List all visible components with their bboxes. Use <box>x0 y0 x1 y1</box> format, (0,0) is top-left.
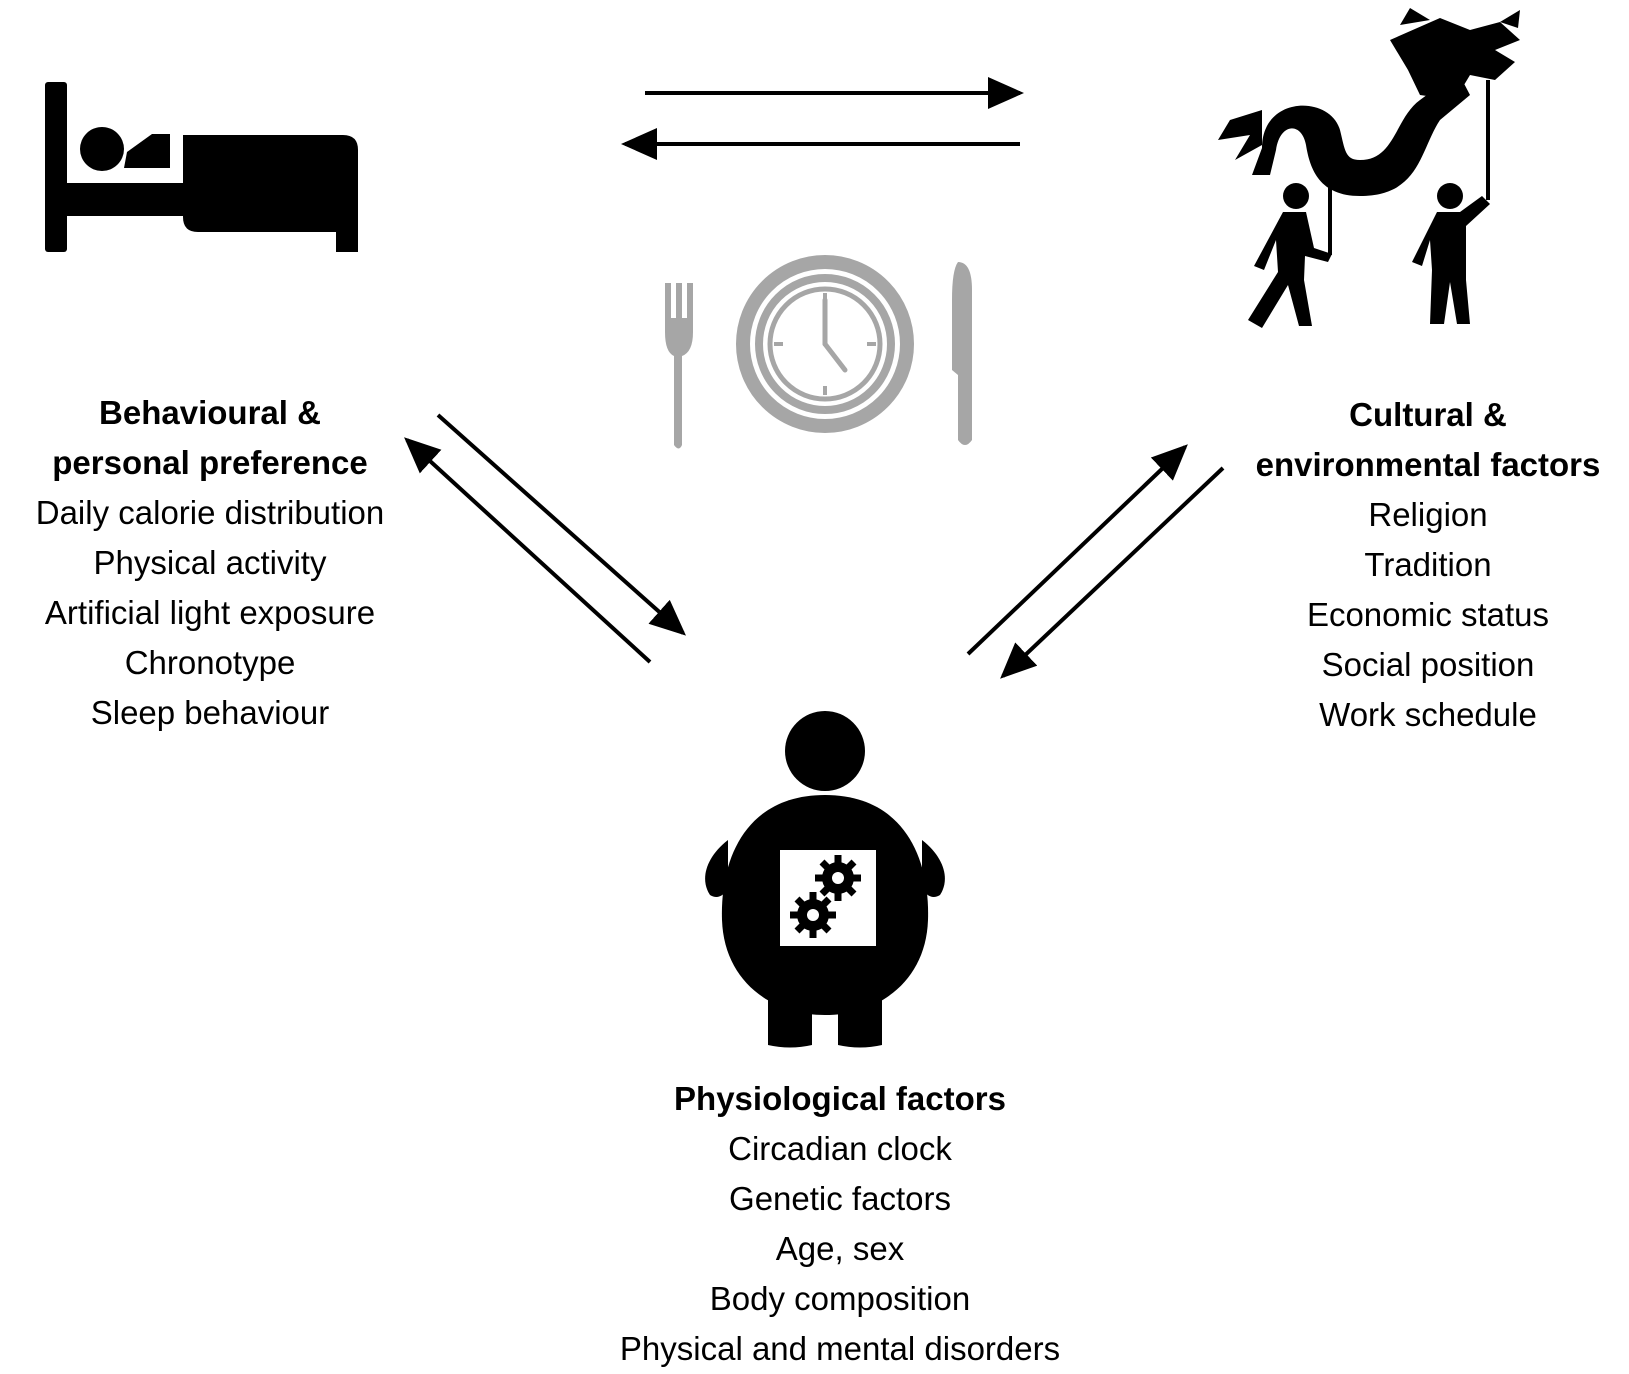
physiological-item: Physical and mental disorders <box>619 1330 1061 1367</box>
arrow-physiological-to-cultural <box>966 444 1188 656</box>
cultural-title-line2: environmental factors <box>1255 446 1601 483</box>
behavioural-item: Daily calorie distribution <box>35 494 385 531</box>
cultural-item: Religion <box>1368 496 1488 533</box>
physiological-item: Body composition <box>709 1280 971 1317</box>
behavioural-title-line1: Behavioural & <box>99 394 321 431</box>
cultural-item: Tradition <box>1364 546 1492 583</box>
cultural-factors-block: Cultural & environmental factors Religio… <box>1228 390 1628 740</box>
behavioural-item: Sleep behaviour <box>90 694 330 731</box>
behavioural-item: Chronotype <box>124 644 296 681</box>
cultural-item: Economic status <box>1306 596 1550 633</box>
cultural-title-line1: Cultural & <box>1349 396 1507 433</box>
dragon-dance-icon <box>1218 8 1520 328</box>
cultural-item: Work schedule <box>1319 696 1537 733</box>
physiological-factors-block: Physiological factors Circadian clock Ge… <box>560 1074 1120 1374</box>
physiological-item: Circadian clock <box>728 1130 952 1167</box>
arrow-cultural-to-physiological <box>1000 466 1225 679</box>
arrow-behavioural-to-physiological <box>436 413 686 636</box>
obese-person-metabolism-icon <box>705 711 945 1048</box>
behavioural-item: Physical activity <box>93 544 327 581</box>
physiological-item: Genetic factors <box>729 1180 951 1217</box>
arrows <box>404 77 1225 679</box>
behavioural-factors-block: Behavioural & personal preference Daily … <box>0 388 420 738</box>
meal-clock-icon <box>665 255 972 449</box>
behavioural-title-line2: personal preference <box>52 444 368 481</box>
sleeping-in-bed-icon <box>45 82 358 252</box>
arrow-physiological-to-behavioural <box>404 437 652 664</box>
behavioural-item: Artificial light exposure <box>44 594 376 631</box>
physiological-item: Age, sex <box>775 1230 905 1267</box>
gear-icon <box>815 855 861 901</box>
cultural-item: Social position <box>1321 646 1535 683</box>
physiological-title: Physiological factors <box>674 1080 1006 1117</box>
gear-icon <box>790 892 836 938</box>
